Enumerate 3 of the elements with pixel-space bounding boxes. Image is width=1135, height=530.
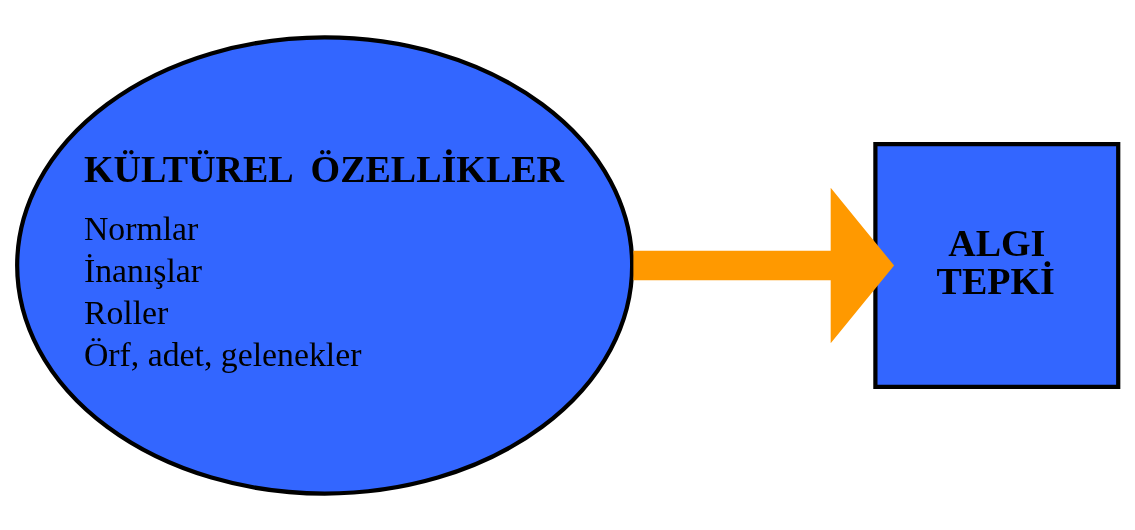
node-ellipse: KÜLTÜREL ÖZELLİKLER Normlar İnanışlar Roller Örf, adet, gelenekler — [15, 34, 635, 496]
arrow — [633, 187, 895, 343]
node-box: ALGI TEPKİ — [873, 141, 1121, 389]
